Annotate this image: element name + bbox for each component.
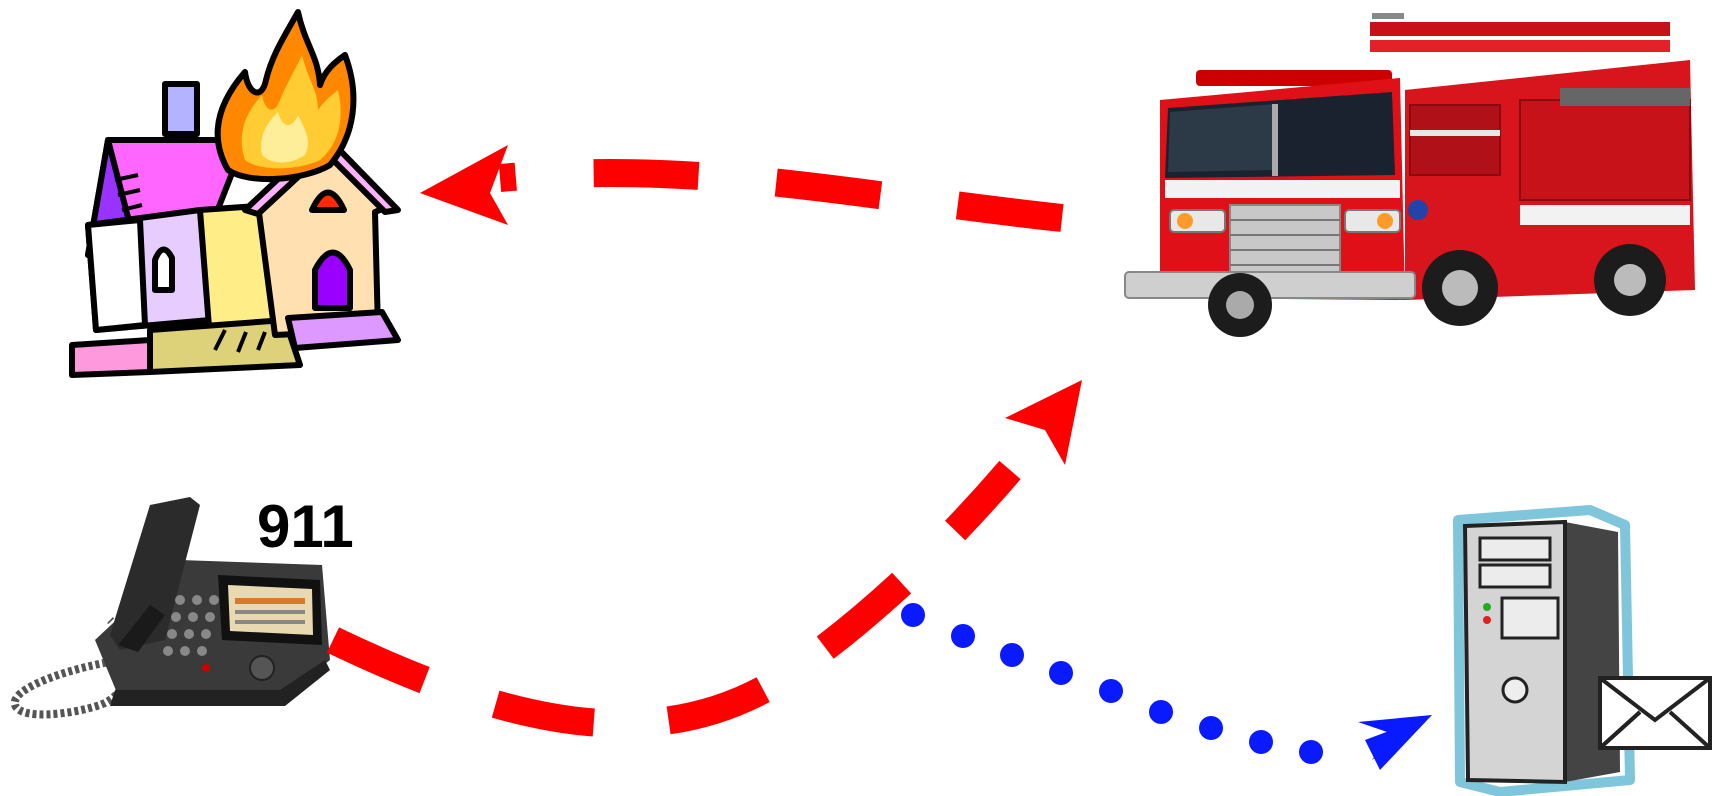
- flame-icon: [214, 9, 357, 182]
- mail-server-icon: [1453, 505, 1712, 796]
- burning-house-icon: [69, 81, 401, 378]
- arrow-truck-to-house: [420, 145, 1064, 232]
- arrowhead: [420, 145, 508, 225]
- call-number-label: 911: [257, 493, 354, 560]
- arrow-phone-to-truck: [326, 380, 1082, 738]
- arrow-phone-to-server: [901, 603, 1432, 770]
- desk-phone-icon: [10, 497, 330, 719]
- fire-truck-icon: [1124, 13, 1695, 337]
- arrowhead: [1005, 380, 1082, 465]
